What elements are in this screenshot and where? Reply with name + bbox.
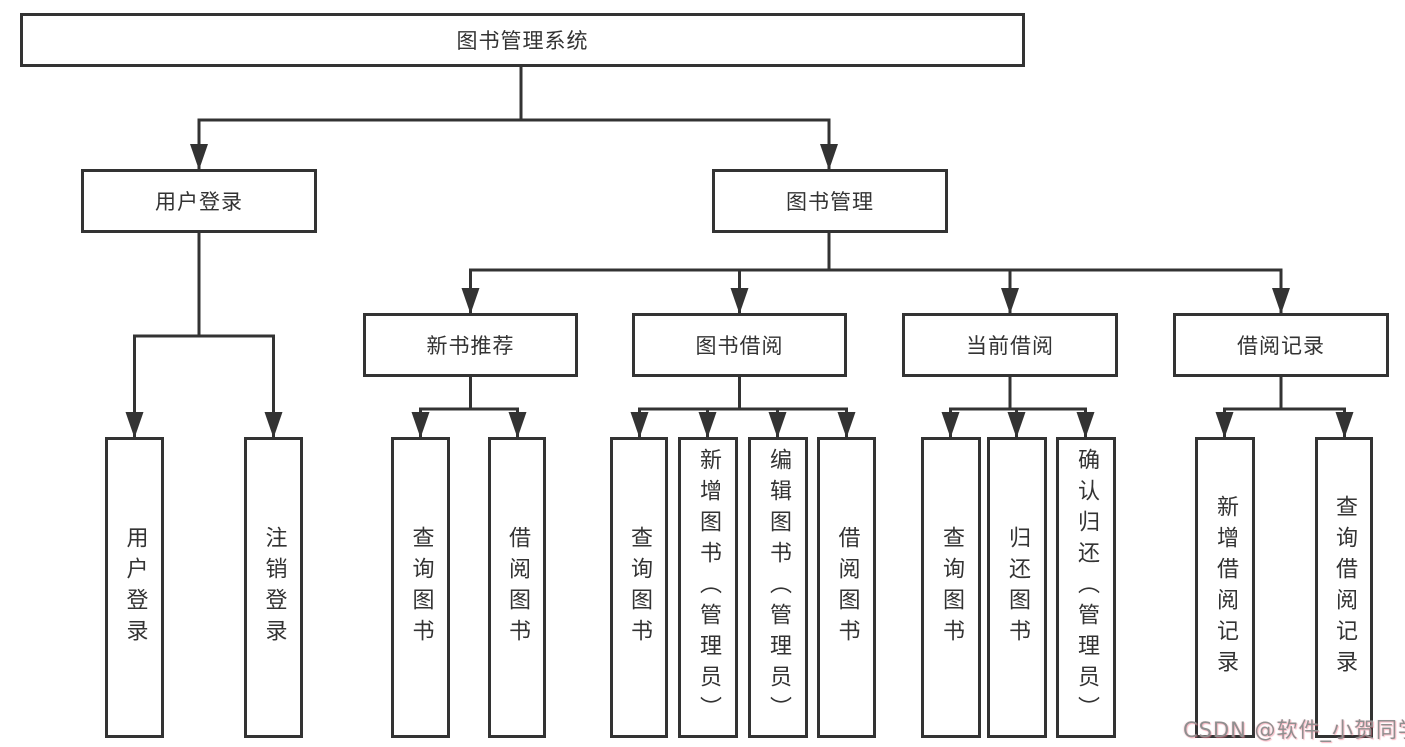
- leaf-add-books-admin: 新增图书（管理员）: [678, 437, 738, 738]
- leaf-logout: 注销登录: [244, 437, 303, 738]
- leaf-label: 查询借阅记录: [1332, 494, 1357, 681]
- leaf-label: 编辑图书（管理员）: [766, 448, 791, 727]
- leaf-recommend-query-books: 查询图书: [391, 437, 450, 738]
- leaf-label: 借阅图书: [505, 525, 530, 650]
- node-book-borrowing: 图书借阅: [632, 313, 847, 377]
- leaf-user-login: 用户登录: [105, 437, 164, 738]
- leaf-label: 新增借阅记录: [1213, 494, 1238, 681]
- leaf-label: 借阅图书: [834, 525, 860, 650]
- leaf-label: 确认归还（管理员）: [1074, 448, 1099, 727]
- leaf-borrow-books: 借阅图书: [817, 437, 876, 738]
- leaf-recommend-borrow-books: 借阅图书: [488, 437, 546, 738]
- leaf-label: 查询图书: [939, 525, 964, 650]
- leaf-label: 查询图书: [408, 525, 434, 650]
- leaf-query-borrow-record: 查询借阅记录: [1315, 437, 1373, 738]
- csdn-watermark: CSDN @软件_小贺同学: [1183, 718, 1405, 742]
- leaf-label: 用户登录: [122, 525, 148, 650]
- leaf-edit-books-admin: 编辑图书（管理员）: [748, 437, 808, 738]
- node-user-login: 用户登录: [81, 169, 317, 233]
- leaf-label: 归还图书: [1005, 525, 1030, 650]
- tree-edges: [133, 67, 1346, 438]
- leaf-confirm-return-admin: 确认归还（管理员）: [1056, 437, 1116, 738]
- arrowhead-icons: [125, 144, 1354, 438]
- leaf-return-books: 归还图书: [987, 437, 1047, 738]
- leaf-label: 查询图书: [627, 525, 652, 650]
- leaf-add-borrow-record: 新增借阅记录: [1195, 437, 1255, 738]
- leaf-borrowing-query-books: 查询图书: [610, 437, 668, 738]
- node-current-borrowing: 当前借阅: [902, 313, 1118, 377]
- node-root-system: 图书管理系统: [20, 13, 1025, 67]
- node-new-book-recommend: 新书推荐: [363, 313, 578, 377]
- leaf-label: 新增图书（管理员）: [696, 448, 721, 727]
- node-borrowing-records: 借阅记录: [1173, 313, 1389, 377]
- leaf-current-query-books: 查询图书: [921, 437, 981, 738]
- node-book-management: 图书管理: [712, 169, 948, 233]
- leaf-label: 注销登录: [261, 525, 287, 650]
